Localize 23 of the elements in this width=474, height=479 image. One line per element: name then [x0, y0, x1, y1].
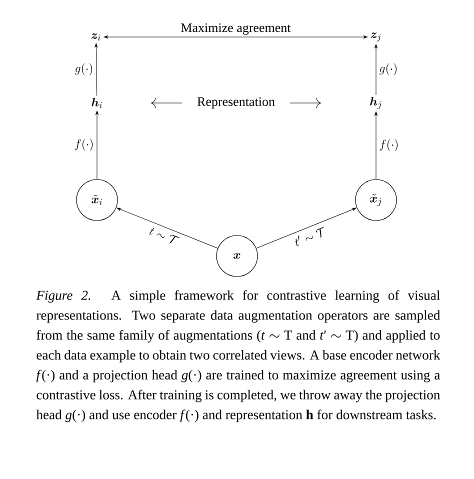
arrow: [374, 44, 378, 96]
edge-label: $g(\cdot)$: [378, 62, 399, 76]
circle-node: $\tilde{\boldsymbol{x}}_j$: [355, 179, 397, 221]
edge-label: $g(\cdot)$: [74, 62, 94, 76]
edge-label: Maximize agreement: [180, 22, 292, 36]
vector-label: $\boldsymbol{h}_i$: [92, 98, 102, 108]
arrow: [256, 208, 356, 248]
arrow: [116, 208, 218, 249]
caption: Figure 2. A simple framework for contrastive learning of visual representations. Two separate data augmentation operators are sampled from the same family of augmentations (t ∼ T and t′ ∼ T) and applied to each data example to obtain two correlated views. A base encoder network f(·) and a projection head g(·) are trained to maximize agreement using a contrastive loss. After training is completed, we throw away the projection head g(·) and use encoder f(·) and representation h for downstream tasks.: [36, 290, 440, 422]
vector-label: $\boldsymbol{z}_j$: [370, 32, 381, 42]
circle-node: $\boldsymbol{x}$: [216, 235, 258, 277]
edge-label: $t \sim \mathcal{T}$: [147, 225, 181, 246]
vector-label: $\boldsymbol{h}_j$: [370, 97, 382, 110]
arrow: [96, 110, 98, 180]
region-label: Representation: [197, 97, 275, 109]
edge-label: $t' \sim \mathcal{T}$: [292, 224, 328, 248]
edge-label: $f(\cdot)$: [73, 138, 95, 152]
circle-node: $\tilde{\boldsymbol{x}}_i$: [76, 179, 118, 221]
vector-label: $\boldsymbol{z}_i$: [91, 33, 100, 41]
arrow: [94, 43, 98, 96]
edge-label: $f(\cdot)$: [378, 138, 400, 152]
arrow: [374, 112, 378, 180]
arrow: [104, 36, 368, 38]
